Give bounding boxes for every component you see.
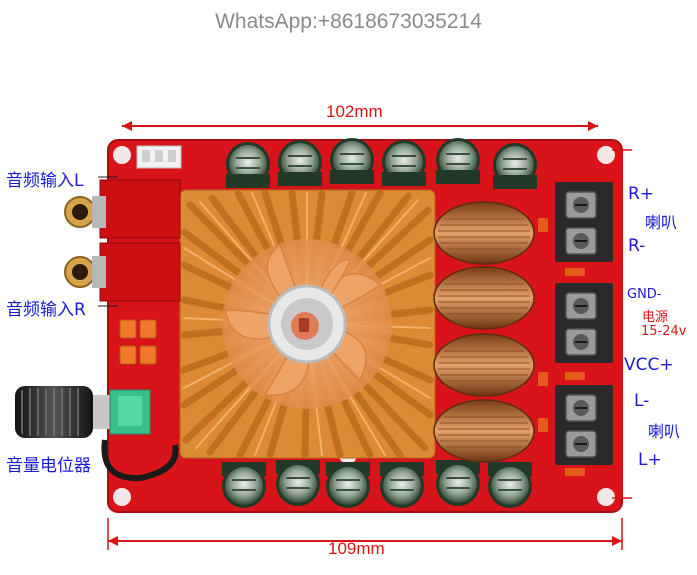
label-voltage: 15-24v <box>641 324 687 339</box>
dimension-top-label: 102mm <box>326 102 383 121</box>
cable <box>101 439 179 482</box>
toroid-coils <box>433 201 535 463</box>
mount-hole <box>113 146 131 164</box>
label-speaker-l: 喇叭 <box>648 422 681 441</box>
dimension-bottom-label: 109mm <box>328 539 385 558</box>
rca-jacks <box>64 179 181 302</box>
smd-parts <box>538 218 585 476</box>
capacitors-bottom <box>222 460 532 508</box>
dimension-arrows <box>107 121 632 550</box>
label-audio-in-l: 音频输入L <box>6 171 84 191</box>
label-l-plus: L+ <box>638 450 662 470</box>
pointer-lines <box>98 176 118 307</box>
terminal-blocks <box>555 182 613 465</box>
label-audio-in-r: 音频输入R <box>6 300 86 320</box>
capacitors-top <box>226 138 537 189</box>
label-power: 电源 <box>642 310 669 325</box>
label-l-minus: L- <box>634 391 650 411</box>
label-volume-pot: 音量电位器 <box>6 456 91 476</box>
cooling-fan <box>222 239 392 409</box>
label-gnd: GND- <box>627 287 662 302</box>
volume-knob <box>15 386 151 438</box>
mount-hole <box>597 488 615 506</box>
mount-hole <box>113 488 131 506</box>
label-speaker-r: 喇叭 <box>645 213 678 232</box>
label-r-plus: R+ <box>628 184 655 204</box>
label-r-minus: R- <box>628 236 646 256</box>
mount-hole <box>597 146 615 164</box>
watermark-text: WhatsApp:+8618673035214 <box>215 10 482 33</box>
label-vcc-plus: VCC+ <box>624 355 674 375</box>
